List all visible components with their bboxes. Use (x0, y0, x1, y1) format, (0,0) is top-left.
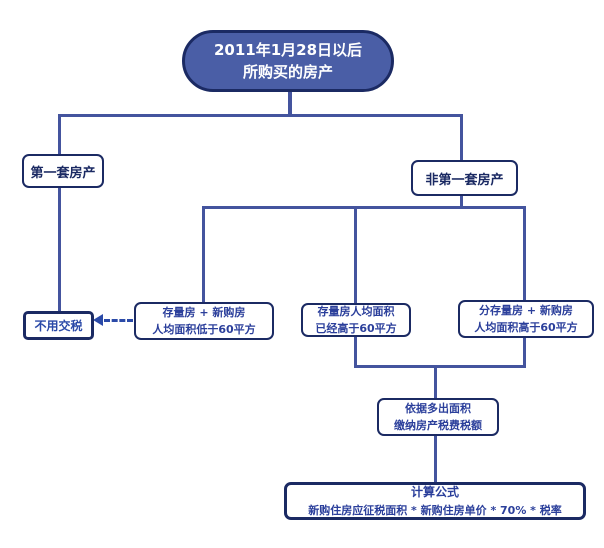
node-first-property-label: 第一套房产 (30, 165, 96, 181)
connector-right-down-2 (460, 196, 463, 208)
node-non-first-property-label: 非第一套房产 (425, 172, 504, 188)
node-non-first-property: 非第一套房产 (411, 160, 518, 196)
connector-root-stem (288, 92, 292, 117)
node-case-total-over-60-line2: 人均面积高于60平方 (474, 321, 578, 334)
node-formula: 计算公式 新购住房应征税面积 * 新购住房单价 * 70% * 税率 (284, 482, 586, 520)
node-case-under-60-line2: 人均面积低于60平方 (152, 323, 256, 336)
dashed-connector (104, 319, 133, 322)
connector-low-horizontal (354, 365, 526, 368)
connector-branch2-down (354, 206, 357, 303)
root-node: 2011年1月28日以后 所购买的房产 (182, 30, 394, 92)
connector-branch3-out (523, 338, 526, 367)
node-case-stock-over-60-line2: 已经高于60平方 (315, 322, 397, 335)
node-case-stock-over-60-line1: 存量房人均面积 (317, 304, 395, 318)
node-case-total-over-60: 分存量房 + 新购房 人均面积高于60平方 (458, 300, 594, 338)
connector-mid-horizontal (202, 206, 526, 209)
node-excess-area: 依据多出面积 缴纳房产税费税额 (377, 398, 499, 436)
node-formula-expression: 新购住房应征税面积 * 新购住房单价 * 70% * 税率 (308, 503, 562, 517)
node-excess-area-line2: 缴纳房产税费税额 (394, 419, 482, 432)
root-node-line2: 所购买的房产 (242, 63, 333, 81)
connector-left-down-1 (58, 114, 61, 154)
node-case-total-over-60-line1: 分存量房 + 新购房 (479, 303, 573, 317)
connector-excess-to-formula (434, 436, 437, 482)
connector-branch2-out (354, 337, 357, 367)
connector-right-down-1 (460, 114, 463, 160)
connector-merge-down (434, 365, 437, 398)
node-no-tax: 不用交税 (23, 311, 94, 340)
node-case-under-60-line1: 存量房 + 新购房 (162, 305, 246, 319)
root-node-line1: 2011年1月28日以后 (213, 40, 363, 59)
node-case-stock-over-60: 存量房人均面积 已经高于60平方 (301, 303, 411, 337)
node-formula-title: 计算公式 (410, 484, 459, 499)
node-first-property: 第一套房产 (22, 154, 104, 188)
connector-left-down-2 (58, 188, 61, 311)
connector-branch1-down (202, 206, 205, 302)
node-case-under-60: 存量房 + 新购房 人均面积低于60平方 (134, 302, 274, 340)
connector-top-horizontal (58, 114, 463, 117)
node-excess-area-line1: 依据多出面积 (405, 401, 471, 415)
connector-branch3-down (523, 206, 526, 300)
node-no-tax-label: 不用交税 (34, 319, 83, 333)
arrow-left-icon (93, 314, 103, 326)
